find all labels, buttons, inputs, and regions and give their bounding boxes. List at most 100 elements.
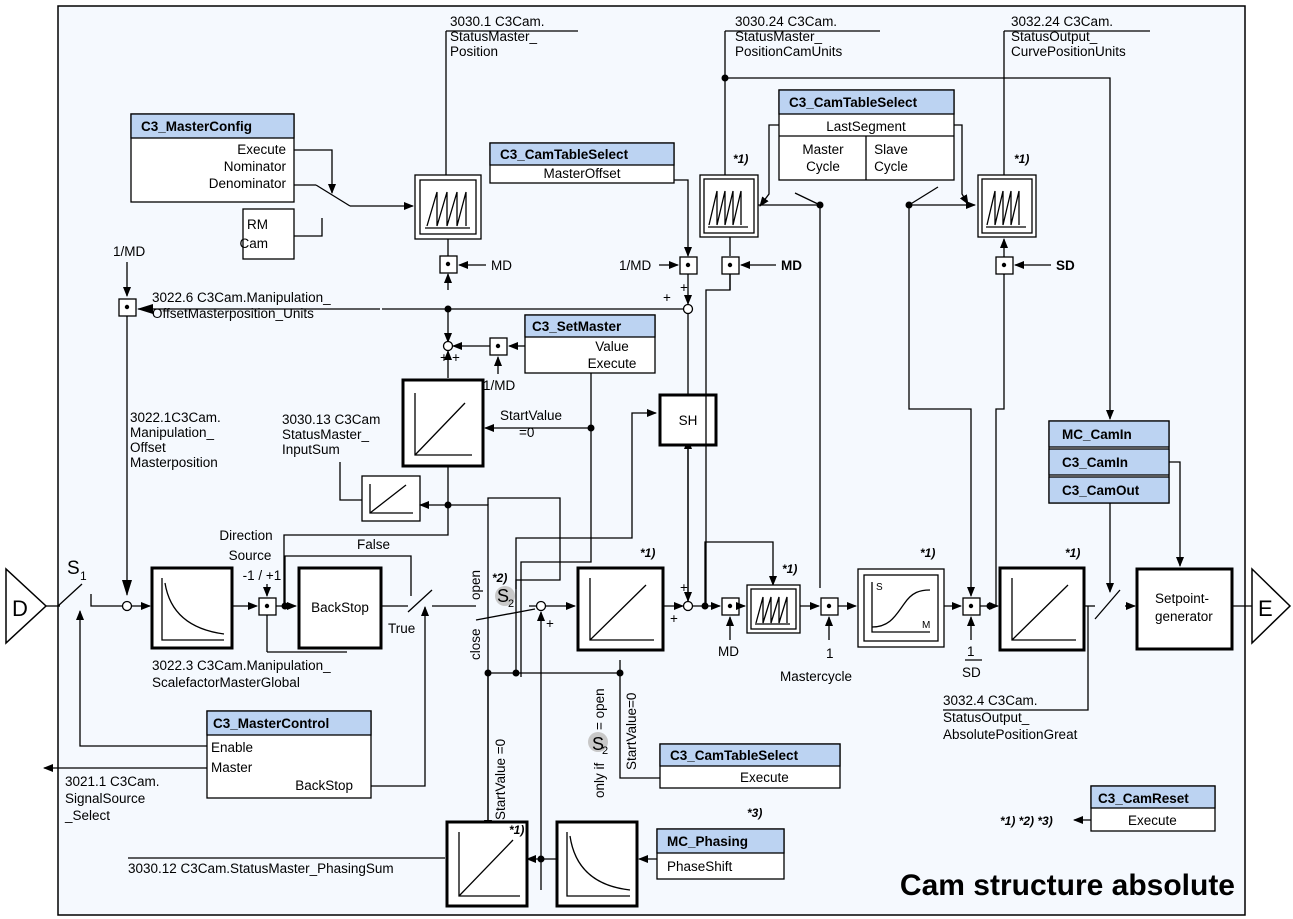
signal-3032-24: 3032.24 C3Cam.StatusOutput_CurvePosition…	[1003, 14, 1150, 175]
svg-text:1/MD: 1/MD	[483, 378, 516, 393]
svg-text:Cycle: Cycle	[806, 159, 840, 174]
svg-text:*1) *2) *3): *1) *2) *3)	[1000, 814, 1053, 828]
svg-text:open: open	[468, 570, 483, 600]
output-port-e: E	[1251, 567, 1292, 645]
mult-direction	[258, 597, 277, 616]
svg-text:*1): *1)	[782, 562, 797, 576]
svg-text:Master: Master	[211, 760, 253, 775]
svg-text:RM: RM	[247, 217, 268, 232]
svg-text:SD: SD	[1056, 258, 1075, 273]
signal-3021-1: 3021.1 C3Cam.SignalSource_Select	[64, 774, 160, 823]
diagram-title: Cam structure absolute	[900, 869, 1235, 902]
signal-3032-4: 3032.4 C3Cam. StatusOutput_ AbsolutePosi…	[943, 606, 1089, 742]
svg-text:Cam: Cam	[239, 236, 268, 251]
svg-text:StartValue: StartValue	[624, 708, 639, 770]
fb-master-config[interactable]: C3_MasterConfig Execute Nominator Denomi…	[130, 113, 295, 203]
fb-set-master[interactable]: C3_SetMaster Value Execute	[524, 314, 656, 374]
svg-text:C3_CamTableSelect: C3_CamTableSelect	[500, 147, 629, 162]
svg-text:1/MD: 1/MD	[619, 258, 652, 273]
svg-text:C3_CamTableSelect: C3_CamTableSelect	[670, 748, 799, 763]
signal-3022-6: 3022.6 C3Cam.Manipulation_ OffsetMasterp…	[137, 290, 380, 321]
svg-text:C3_CamOut: C3_CamOut	[1062, 483, 1140, 498]
svg-text:Master: Master	[802, 142, 844, 157]
cam-curve-block: S M	[857, 568, 945, 648]
svg-text:MD: MD	[718, 644, 739, 659]
svg-text:Mastercycle: Mastercycle	[780, 669, 852, 684]
modulo-block-mastercycle	[746, 584, 801, 634]
svg-text:+: +	[452, 350, 460, 365]
mult-md-3	[721, 256, 740, 275]
fb-cam-reset[interactable]: C3_CamReset Execute	[1090, 785, 1216, 832]
fb-master-control[interactable]: C3_MasterControl Enable Master BackStop	[206, 710, 372, 799]
svg-text:1: 1	[826, 646, 834, 661]
svg-text:3022.3 C3Cam.Manipulation_: 3022.3 C3Cam.Manipulation_	[152, 658, 331, 673]
svg-text:C3_CamIn: C3_CamIn	[1062, 455, 1128, 470]
svg-text:only if: only if	[592, 762, 607, 798]
integrator-block-main	[401, 378, 485, 468]
svg-text:*1): *1)	[640, 546, 655, 560]
svg-text:Cycle: Cycle	[874, 159, 908, 174]
svg-text:LastSegment: LastSegment	[826, 119, 906, 134]
svg-text:1: 1	[80, 569, 87, 583]
fb-mc-phasing[interactable]: MC_Phasing PhaseShift	[656, 828, 785, 880]
svg-text:Value: Value	[595, 339, 629, 354]
svg-text:1: 1	[967, 644, 975, 659]
fb-cam-in[interactable]: MC_CamIn C3_CamIn C3_CamOut	[1048, 420, 1170, 504]
svg-text:S: S	[876, 582, 883, 593]
svg-text:D: D	[12, 596, 28, 621]
svg-text:PhaseShift: PhaseShift	[667, 859, 733, 874]
signal-3030-12: 3030.12 C3Cam.StatusMaster_PhasingSum	[128, 857, 445, 876]
svg-text:MD: MD	[781, 258, 802, 273]
svg-text:SH: SH	[679, 413, 698, 428]
svg-text:+: +	[546, 616, 554, 631]
svg-text:BackStop: BackStop	[295, 778, 353, 793]
svg-text:True: True	[388, 621, 415, 636]
svg-text:OffsetMasterposition_Units: OffsetMasterposition_Units	[152, 306, 314, 321]
svg-text:+: +	[440, 350, 448, 365]
svg-text:2: 2	[508, 598, 514, 610]
integrator-block-small	[361, 475, 421, 522]
svg-text:= open: = open	[592, 688, 607, 730]
svg-text:M: M	[922, 620, 930, 631]
svg-text:Execute: Execute	[1128, 813, 1177, 828]
svg-text:ScalefactorMasterGlobal: ScalefactorMasterGlobal	[152, 675, 300, 690]
svg-text:Setpoint-: Setpoint-	[1155, 591, 1209, 606]
svg-text:*1): *1)	[1014, 152, 1029, 166]
backstop-block: BackStop	[297, 566, 383, 650]
integrator-block-s2	[576, 566, 665, 652]
svg-text:Slave: Slave	[874, 142, 908, 157]
mult-1md-offset	[679, 256, 698, 275]
svg-text:StatusOutput_: StatusOutput_	[943, 710, 1030, 725]
svg-text:C3_MasterControl: C3_MasterControl	[213, 716, 329, 731]
svg-text:*1): *1)	[733, 152, 748, 166]
svg-text:Direction: Direction	[219, 528, 272, 543]
svg-text:MC_Phasing: MC_Phasing	[667, 834, 748, 849]
svg-text:S: S	[497, 586, 509, 606]
mult-1md-setmaster	[489, 337, 508, 356]
svg-text:S: S	[592, 734, 604, 754]
input-port-d: D	[5, 567, 48, 645]
signal-3030-24: 3030.24 C3Cam.StatusMaster_PositionCamUn…	[724, 14, 880, 175]
fb-cam-table-select-segment[interactable]: C3_CamTableSelect LastSegment Master Cyc…	[778, 89, 955, 181]
svg-text:2: 2	[602, 745, 608, 757]
fb-cam-table-select-offset[interactable]: C3_CamTableSelect MasterOffset	[489, 142, 675, 184]
svg-text:Enable: Enable	[211, 740, 253, 755]
svg-text:C3_CamTableSelect: C3_CamTableSelect	[789, 95, 918, 110]
svg-text:E: E	[1258, 596, 1273, 621]
svg-text:Source: Source	[229, 548, 272, 563]
svg-text:*3): *3)	[747, 806, 762, 820]
integrator-block-phasing	[445, 820, 529, 908]
svg-text:3022.6 C3Cam.Manipulation_: 3022.6 C3Cam.Manipulation_	[152, 290, 331, 305]
svg-text:*1): *1)	[920, 546, 935, 560]
svg-text:C3_CamReset: C3_CamReset	[1098, 791, 1189, 806]
modulo-block-curveunits	[977, 174, 1037, 238]
svg-text:*1): *1)	[1065, 546, 1080, 560]
mult-sd-2	[962, 597, 981, 616]
svg-text:SD: SD	[962, 665, 981, 680]
fb-cam-table-select-exec[interactable]: C3_CamTableSelect Execute	[659, 743, 841, 789]
svg-text:+: +	[663, 290, 671, 305]
integrator-block-output	[998, 566, 1086, 652]
